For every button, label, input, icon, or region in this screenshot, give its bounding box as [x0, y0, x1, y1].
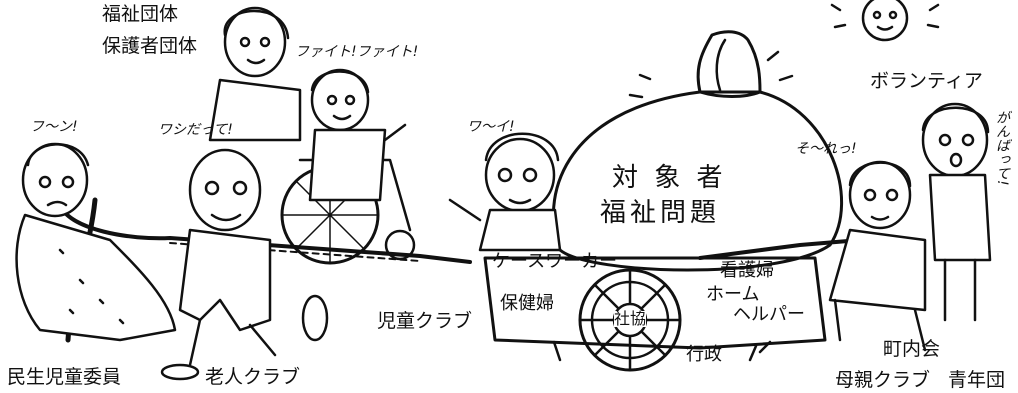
figure-girl: [921, 102, 992, 322]
cart-caseworker: ケースワーカー: [492, 251, 618, 272]
label-chonaikai: 町内会: [883, 338, 941, 360]
bag-line1: 対 象 者: [612, 163, 727, 193]
figure-child: [448, 132, 562, 252]
label-seinendan: 青年団: [948, 369, 1006, 391]
label-borantia: ボランティア: [870, 70, 983, 92]
label-fukushi-dantai: 福祉団体: [102, 3, 179, 25]
figure-wheelchair-user: [308, 68, 407, 202]
figure-boy: [828, 160, 927, 352]
speech-soure: そ〜れっ!: [795, 141, 857, 157]
speech-waai: ワ〜イ!: [467, 119, 515, 135]
cart-home: ホーム: [706, 284, 760, 305]
bag-line2: 福祉問題: [600, 198, 721, 228]
cart-gyosei: 行政: [686, 344, 722, 365]
sun-face: [830, 0, 940, 42]
speech-fuun: フ〜ン!: [30, 119, 78, 135]
label-jido-club: 児童クラブ: [377, 310, 473, 332]
cart-kangofu: 看護婦: [720, 260, 774, 281]
figure-helper-woman: [208, 6, 302, 142]
cart-shakyo: 社協: [614, 309, 647, 328]
label-minsei-jido-iin: 民生児童委員: [7, 366, 122, 388]
speech-fight: ファイト!ファイト!: [295, 44, 419, 60]
label-fubo-club: 母親クラブ: [835, 369, 931, 391]
figure-roujin: [160, 148, 329, 381]
label-roujin-club: 老人クラブ: [205, 366, 301, 388]
sack: [552, 30, 844, 272]
figure-minsei: [15, 142, 177, 342]
cart-hokenpu: 保健婦: [500, 293, 554, 314]
cart-helper: ヘルパー: [733, 304, 805, 325]
speech-washi: ワシだって!: [158, 122, 233, 138]
label-hogosha-dantai: 保護者団体: [102, 35, 198, 57]
speech-ganbate: がんばって!: [994, 110, 1010, 186]
